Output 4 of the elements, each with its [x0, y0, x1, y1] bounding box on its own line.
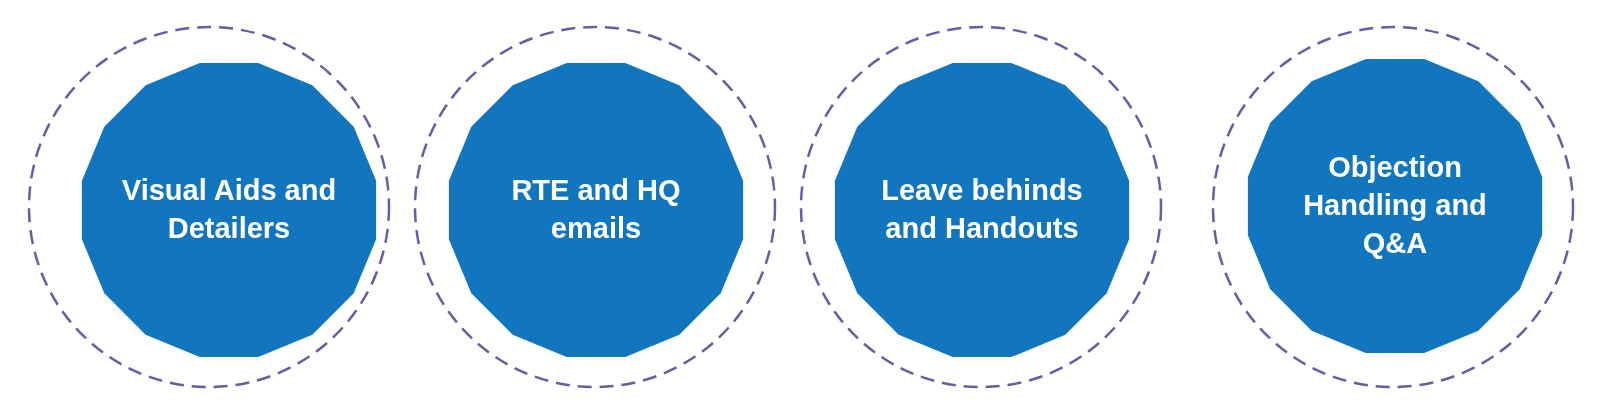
circle-label: Leave behinds and Handouts [880, 173, 1084, 246]
circle-label: RTE and HQ emails [510, 173, 682, 246]
circle-label: Objection Handling and Q&A [1302, 150, 1488, 261]
circle-label: Visual Aids and Detailers [120, 173, 338, 246]
